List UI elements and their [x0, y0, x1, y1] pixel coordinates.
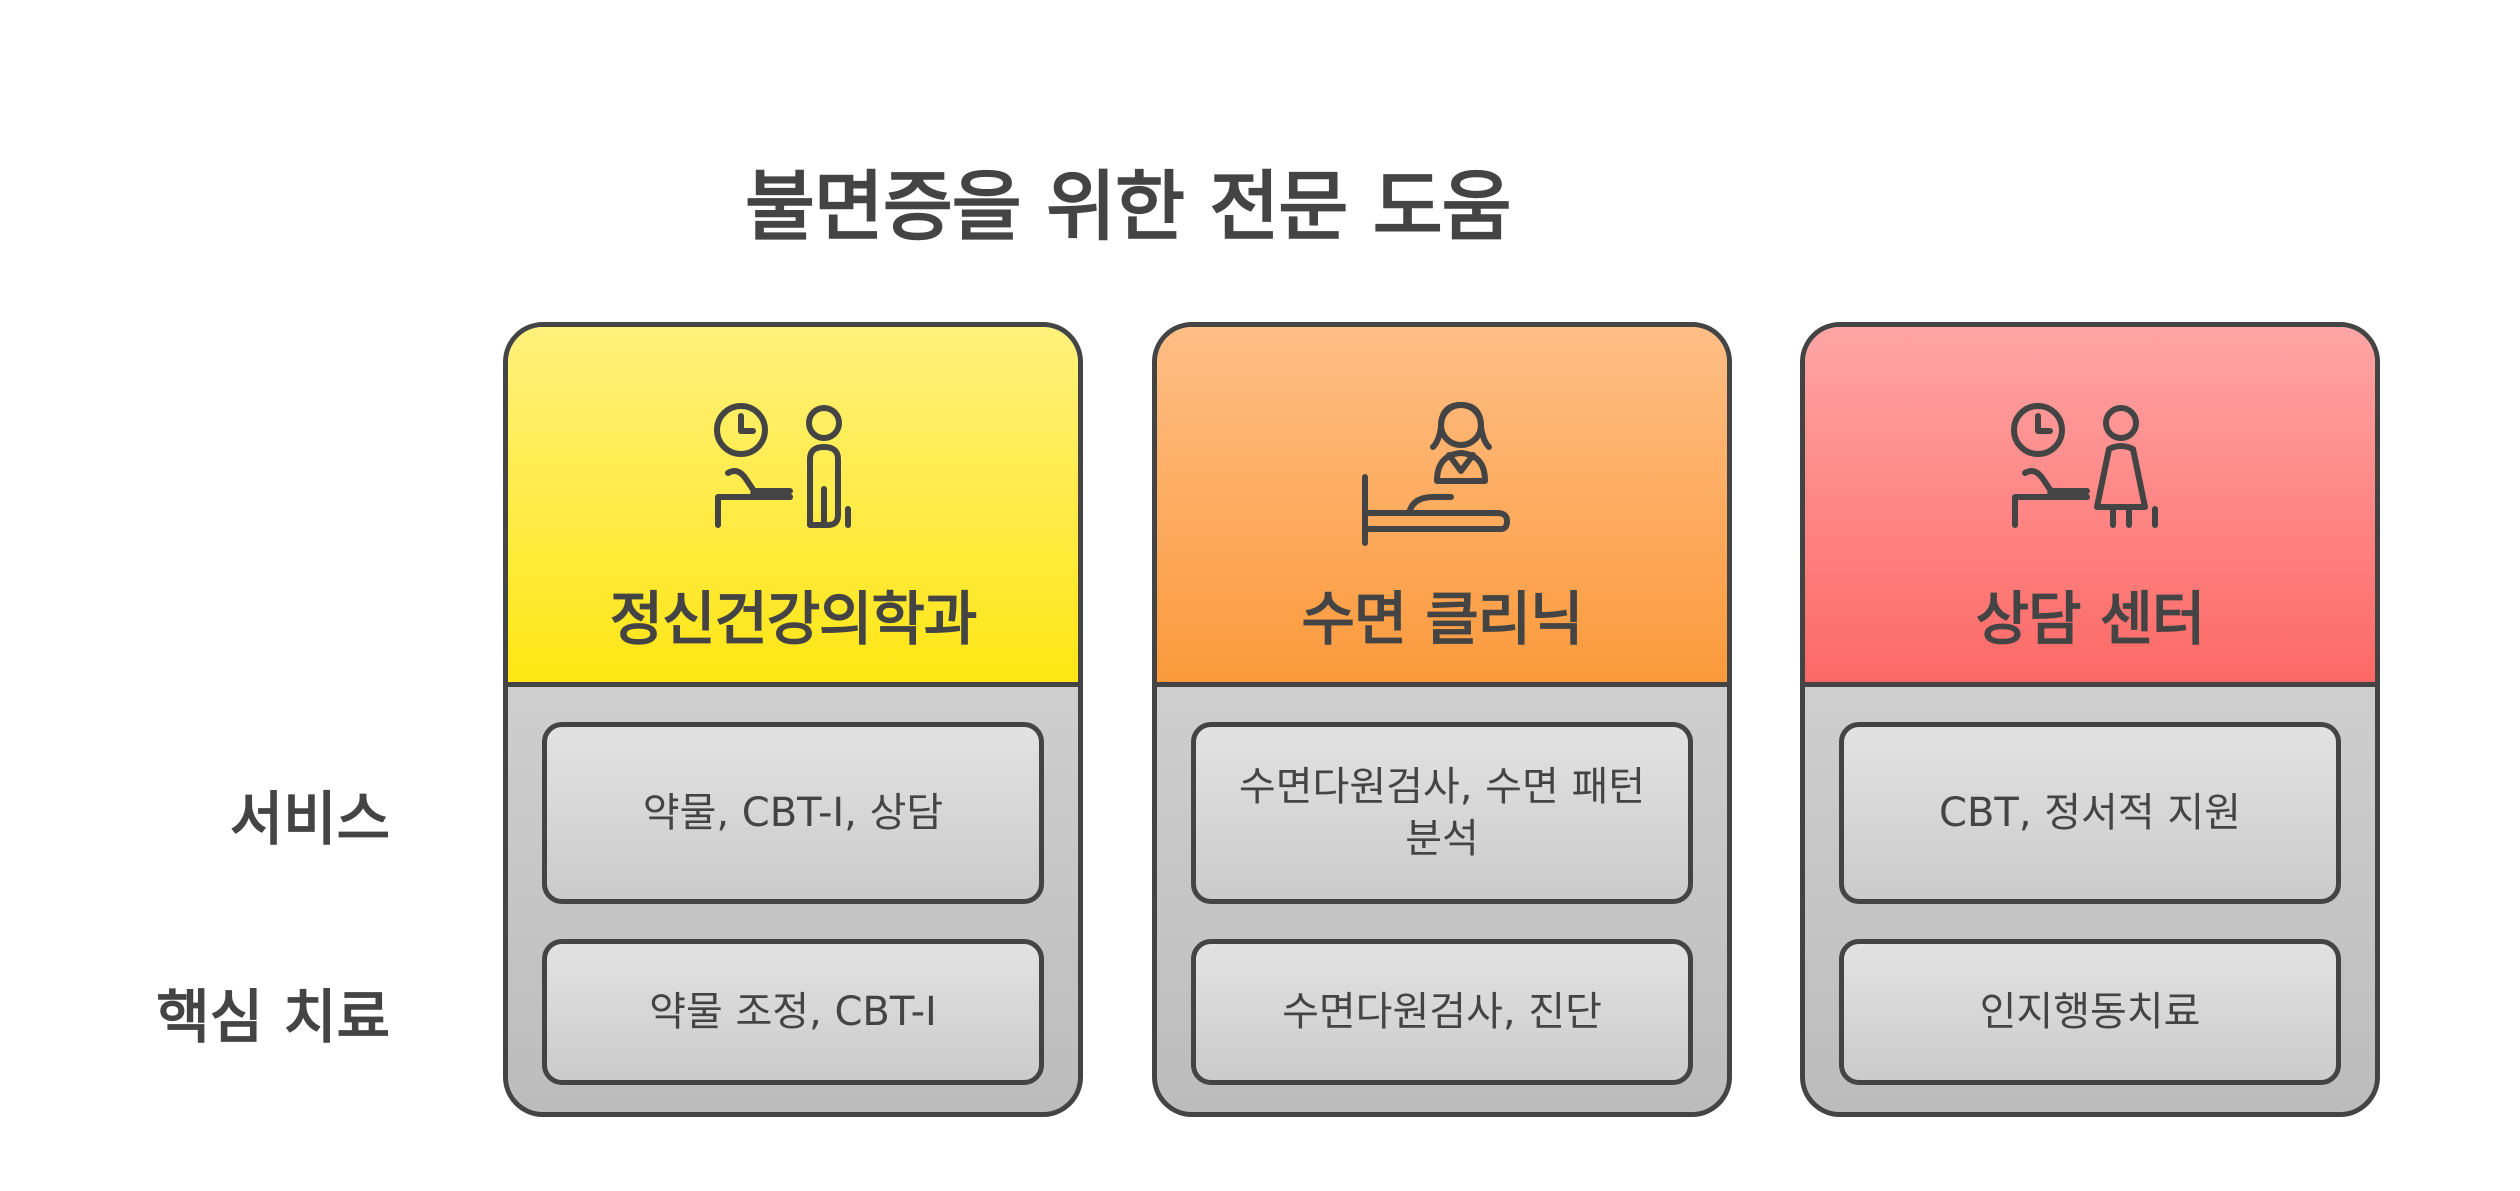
- cell-services: CBT, 정서적 지원: [1839, 722, 2341, 904]
- card-psychiatry: 정신건강의학과 약물, CBT-I, 상담 약물 조정, CBT-I: [503, 322, 1083, 1117]
- patient-consultation-icon: [714, 403, 851, 528]
- cell-core-treatment: 약물 조정, CBT-I: [542, 939, 1044, 1085]
- cell-core-treatment: 인지행동치료: [1839, 939, 2341, 1085]
- sleep-doctor-bed-icon: [1362, 402, 1510, 546]
- card-sleep-clinic: 수면 클리닉 수면다원검사, 수면 패턴 분석 수면다원검사, 진단: [1152, 322, 1732, 1117]
- card-title: 수면 클리닉: [1301, 585, 1584, 653]
- cell-services: 약물, CBT-I, 상담: [542, 722, 1044, 904]
- card-header: 정신건강의학과: [508, 327, 1078, 687]
- row-label-services: 서비스: [229, 785, 390, 853]
- cell-core-treatment: 수면다원검사, 진단: [1191, 939, 1693, 1085]
- page-title: 불면증을 위한 전문 도움: [745, 162, 1512, 251]
- row-label-core-treatment: 핵심 치료: [156, 983, 390, 1051]
- cell-services: 수면다원검사, 수면 패턴 분석: [1191, 722, 1693, 904]
- card-header: 수면 클리닉: [1157, 327, 1727, 687]
- card-counseling-center: 상담 센터 CBT, 정서적 지원 인지행동치료: [1800, 322, 2380, 1117]
- card-title: 정신건강의학과: [609, 585, 978, 653]
- card-title: 상담 센터: [1975, 585, 2206, 653]
- counseling-session-icon: [2011, 403, 2158, 528]
- card-header: 상담 센터: [1805, 327, 2375, 687]
